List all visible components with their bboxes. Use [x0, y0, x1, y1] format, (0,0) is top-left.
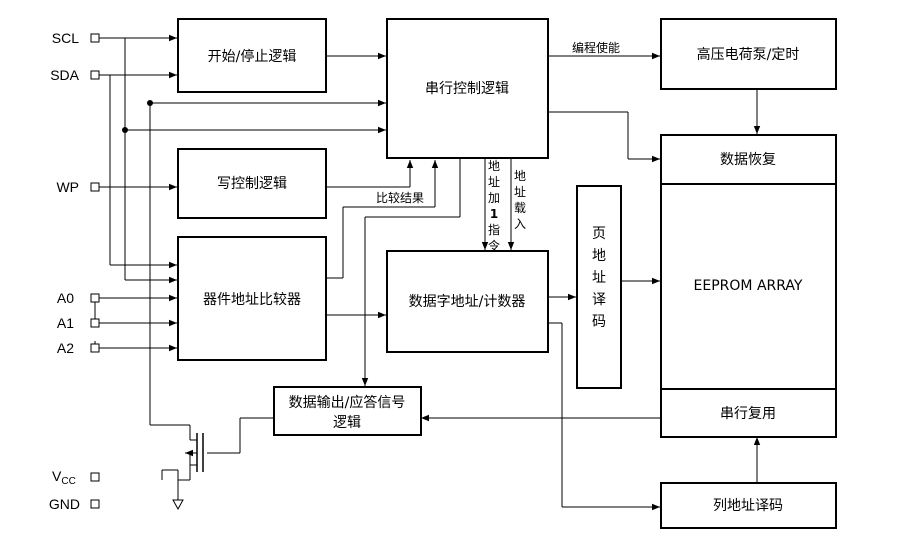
page-decoder-char: 码: [592, 314, 606, 330]
pin-terminal-a1: [90, 318, 100, 328]
pin-label-scl: SCL: [52, 30, 79, 46]
pin-label-sda: SDA: [50, 67, 79, 83]
serial-mux-label: 串行复用: [720, 405, 776, 422]
eeprom-array-label: EEPROM ARRAY: [694, 278, 803, 294]
pin-terminal-scl: [90, 33, 100, 43]
addr-inc-char: 令: [488, 238, 500, 253]
column-decoder-label: 列地址译码: [713, 498, 783, 514]
addr-inc-char: 加: [488, 191, 500, 205]
page-decoder-char: 页: [592, 226, 606, 242]
addr-inc-char: 指: [488, 222, 500, 237]
start-stop-logic-label: 开始/停止逻辑: [208, 48, 297, 65]
pin-label-a2: A2: [57, 340, 74, 356]
page-decoder-char: 地: [592, 248, 606, 264]
pin-label-a1: A1: [57, 315, 74, 331]
compare-result-label: 比较结果: [376, 190, 424, 205]
pin-label-a0: A0: [57, 290, 74, 306]
column-address-decoder-block: [660, 482, 837, 529]
eeprom-array-block: [660, 134, 837, 438]
page-decoder-char: 址: [592, 270, 606, 286]
pin-label-gnd: GND: [49, 496, 80, 512]
junction-dot: [122, 127, 128, 133]
addr-inc-char: 地: [488, 159, 500, 173]
addr-load-char: 地: [514, 169, 526, 183]
addr-load-char: 入: [514, 217, 526, 231]
addr-load-char: 载: [514, 201, 526, 215]
serial-control-logic-block: [386, 18, 549, 159]
data-output-label-line2: 逻辑: [333, 415, 361, 431]
start-stop-logic-block: [177, 18, 327, 93]
addr-inc-char: 1: [490, 207, 498, 221]
pin-terminal-gnd: [90, 499, 100, 509]
pin-terminal-wp: [90, 182, 100, 192]
page-address-decoder-block: [576, 185, 622, 389]
write-control-logic-block: [177, 148, 327, 219]
pin-label-vcc: VCC: [52, 468, 76, 487]
data-output-ack-logic-block: [273, 386, 422, 436]
device-address-comparator-label: 器件地址比较器: [203, 292, 301, 308]
ground-icon: [172, 499, 184, 511]
pin-terminal-sda: [90, 70, 100, 80]
junction-dot: [147, 100, 153, 106]
data-word-counter-label: 数据字地址/计数器: [409, 294, 526, 310]
page-decoder-char: 译: [592, 292, 606, 308]
pin-terminal-vcc: [90, 472, 100, 482]
pin-label-wp: WP: [56, 179, 79, 195]
pin-terminal-a2: [90, 343, 100, 353]
write-control-logic-label: 写控制逻辑: [217, 176, 287, 192]
data-recovery-label: 数据恢复: [720, 151, 776, 168]
high-voltage-pump-block: [660, 18, 837, 90]
pin-terminal-a0: [90, 293, 100, 303]
device-address-comparator-block: [177, 236, 327, 361]
addr-inc-char: 址: [488, 175, 500, 189]
data-output-label-line1: 数据输出/应答信号: [289, 394, 406, 411]
program-enable-label: 编程使能: [572, 40, 620, 55]
high-voltage-pump-label: 高压电荷泵/定时: [697, 46, 800, 63]
data-word-address-counter-block: [386, 250, 549, 353]
serial-control-logic-label: 串行控制逻辑: [425, 81, 509, 97]
addr-load-char: 址: [514, 185, 526, 199]
